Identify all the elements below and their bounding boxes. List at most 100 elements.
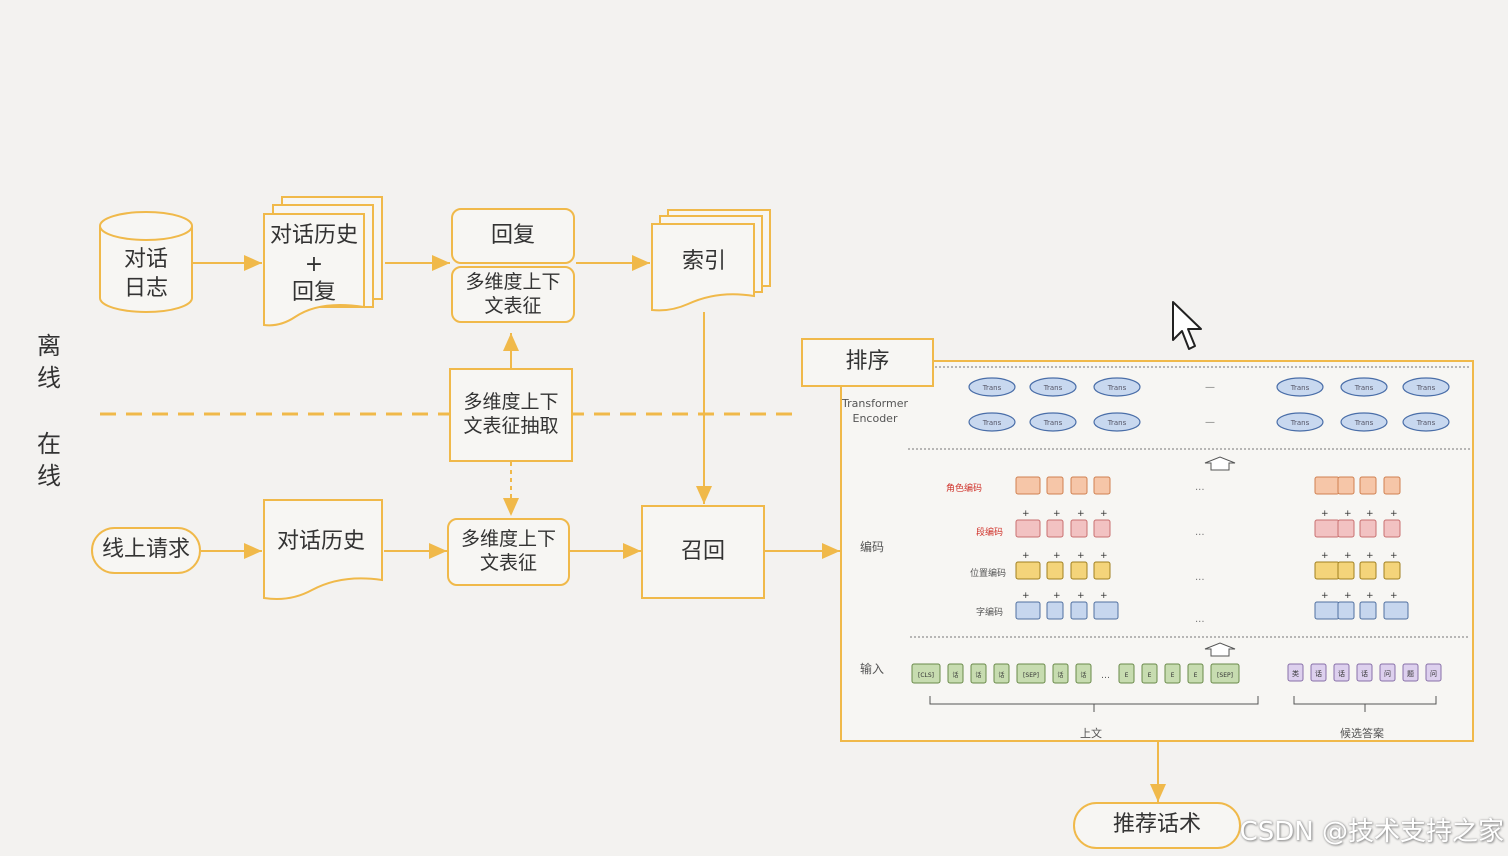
offline-label: 离 线 [37, 332, 61, 393]
plus-sign: + [1366, 591, 1374, 601]
svg-text:话: 话 [975, 671, 981, 679]
embedding-cell [1337, 561, 1355, 580]
svg-text:Trans: Trans [1107, 384, 1127, 392]
embedding-cell [1359, 519, 1377, 538]
embedding-cell [1070, 476, 1088, 495]
svg-text:Trans: Trans [982, 384, 1002, 392]
recall-box: 召回 [641, 505, 765, 599]
trans-node: Trans [968, 412, 1016, 432]
embedding-cell [1383, 519, 1401, 538]
input-token [1210, 663, 1240, 684]
extract-box: 多维度上下 文表征抽取 [449, 368, 573, 462]
embedding-cell [1093, 519, 1111, 538]
rank-box: 排序 [801, 338, 934, 387]
plus-sign: + [1022, 551, 1030, 561]
input-token [1016, 663, 1046, 684]
plus-sign: + [1022, 509, 1030, 519]
candidate-token [1356, 663, 1373, 682]
embedding-cell [1314, 601, 1340, 620]
watermark: CSDN @技术支持之家 [1239, 817, 1504, 847]
token-encoding-label: 字编码 [976, 608, 1004, 618]
embedding-cell [1337, 519, 1355, 538]
input-token [1164, 663, 1181, 684]
trans-node: Trans [1340, 412, 1388, 432]
role-encoding-label: 角色编码 [946, 484, 983, 494]
embedding-cell [1314, 476, 1340, 495]
online-request-label: 线上请求 [101, 537, 190, 563]
plus-sign: + [1077, 509, 1085, 519]
plus-sign: + [1053, 591, 1061, 601]
candidate-label: 候选答案 [1340, 727, 1384, 740]
svg-text:—: — [1205, 417, 1215, 428]
embedding-cell [1093, 561, 1111, 580]
plus-sign: + [1321, 551, 1329, 561]
svg-text:Trans: Trans [1290, 419, 1310, 427]
input-label: 输入 [860, 662, 885, 676]
embedding-cell [1015, 561, 1041, 580]
trans-node: Trans [1276, 412, 1324, 432]
embedding-cell [1314, 519, 1340, 538]
embedding-cell [1383, 561, 1401, 580]
plus-sign: + [1390, 509, 1398, 519]
svg-text:话: 话 [952, 671, 958, 679]
svg-text:话: 话 [1080, 671, 1086, 679]
trans-node: Trans [1276, 377, 1324, 397]
plus-sign: + [1077, 591, 1085, 601]
svg-text:Trans: Trans [1416, 384, 1436, 392]
svg-text:E: E [1171, 672, 1175, 679]
plus-sign: + [1022, 591, 1030, 601]
embedding-cell [1337, 601, 1355, 620]
svg-text:E: E [1194, 672, 1198, 679]
recall-label: 召回 [680, 538, 725, 564]
candidate-token [1310, 663, 1327, 682]
input-token [1187, 663, 1204, 684]
svg-text:E: E [1125, 672, 1129, 679]
plus-sign: + [1390, 591, 1398, 601]
input-token [993, 663, 1010, 684]
embedding-cell [1046, 476, 1064, 495]
recommend-label: 推荐话术 [1112, 812, 1201, 838]
input-token [1052, 663, 1069, 684]
trans-node: Trans [1093, 377, 1141, 397]
context-label: 上文 [1080, 727, 1102, 740]
position-encoding-label: 位置编码 [970, 569, 1007, 579]
index-label: 索引 [681, 249, 726, 274]
rank-label: 排序 [845, 349, 890, 375]
segment-encoding-label: 段编码 [976, 528, 1004, 538]
candidate-token [1333, 663, 1350, 682]
plus-sign: + [1344, 509, 1352, 519]
svg-text:Trans: Trans [1354, 384, 1374, 392]
mouse-cursor-icon [1172, 301, 1202, 350]
embedding-cell [1070, 561, 1088, 580]
input-token [1118, 663, 1135, 684]
plus-sign: + [1100, 591, 1108, 601]
reply-label: 回复 [490, 222, 535, 248]
plus-sign: + [1344, 591, 1352, 601]
multi-repr-top-label: 多维度上下 文表征 [465, 270, 561, 317]
svg-text:...: ... [1195, 527, 1205, 538]
embedding-cell [1093, 601, 1119, 620]
input-token [911, 663, 941, 684]
embedding-cell [1383, 476, 1401, 495]
candidate-token [1379, 663, 1396, 682]
embedding-cell [1359, 601, 1377, 620]
svg-text:E: E [1148, 672, 1152, 679]
svg-text:Trans: Trans [1043, 419, 1063, 427]
plus-sign: + [1366, 551, 1374, 561]
trans-node: Trans [1093, 412, 1141, 432]
plus-sign: + [1344, 551, 1352, 561]
plus-sign: + [1321, 509, 1329, 519]
trans-node: Trans [968, 377, 1016, 397]
trans-node: Trans [1340, 377, 1388, 397]
plus-sign: + [1390, 551, 1398, 561]
encoding-label: 编码 [860, 540, 885, 554]
svg-text:话: 话 [1338, 669, 1345, 678]
embedding-cell [1359, 476, 1377, 495]
plus-sign: + [1100, 509, 1108, 519]
svg-text:Trans: Trans [1290, 384, 1310, 392]
embedding-cell [1093, 476, 1111, 495]
embedding-cell [1359, 561, 1377, 580]
